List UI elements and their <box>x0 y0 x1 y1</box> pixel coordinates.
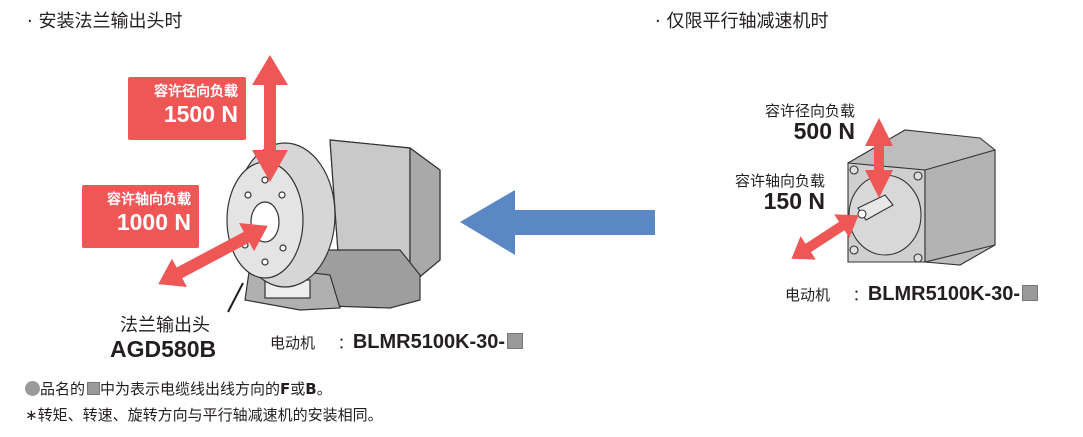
note-text: 品名的 <box>40 380 86 398</box>
left-heading: · 安装法兰输出头时 <box>27 11 183 32</box>
flange-label: 法兰输出头 <box>120 315 210 336</box>
left-motor-model: 电动机 ：BLMR5100K-30- <box>270 331 524 354</box>
motor-model: BLMR5100K-30- <box>352 331 506 353</box>
parallel-shaft-gearmotor-illustration <box>847 129 996 266</box>
bullet-circle-icon <box>25 381 40 396</box>
note-torque: ∗转矩、转速、旋转方向与平行轴减速机的安装相同。 <box>25 406 383 424</box>
axial-load-label: 容许轴向负载 <box>107 192 191 208</box>
motor-separator: ： <box>852 286 868 304</box>
placeholder-square-icon <box>507 333 524 349</box>
motor-label: 电动机 <box>270 334 316 352</box>
axial-load-badge: 容许轴向负载 1000 N <box>82 185 199 248</box>
radial-load-arrow <box>252 55 288 182</box>
note-text: 。 <box>316 380 332 398</box>
direction-arrow-icon <box>460 190 655 255</box>
placeholder-square-icon <box>87 382 101 395</box>
right-radial-load-label: 容许径向负载 <box>764 102 855 120</box>
note-f: F <box>280 380 291 398</box>
motor-separator: ： <box>337 334 353 352</box>
radial-load-label: 容许径向负载 <box>154 84 238 100</box>
motor-model: BLMR5100K-30- <box>867 283 1021 305</box>
axial-load-arrow <box>158 223 268 287</box>
radial-load-arrow-right <box>865 118 893 198</box>
radial-load-badge: 容许径向负载 1500 N <box>128 77 246 140</box>
note-b: B <box>305 380 317 398</box>
right-axial-load-value: 150 N <box>763 188 825 214</box>
radial-load-value: 1500 N <box>163 101 238 127</box>
placeholder-square-icon <box>1022 285 1039 301</box>
note-text: 中为表示电缆线出线方向的 <box>100 380 281 398</box>
axial-load-value: 1000 N <box>116 209 191 235</box>
right-radial-load-value: 500 N <box>793 118 855 144</box>
note-text: 或 <box>290 380 306 398</box>
right-heading: · 仅限平行轴减速机时 <box>655 11 829 32</box>
motor-label: 电动机 <box>785 286 831 304</box>
right-axial-load-label: 容许轴向负载 <box>734 172 825 190</box>
leader-line <box>227 282 244 313</box>
motor-with-flange-illustration <box>226 139 441 311</box>
flange-model: AGD580B <box>110 336 217 362</box>
axial-load-arrow-right <box>791 214 859 260</box>
note-cable-direction: 品名的中为表示电缆线出线方向的F或B。 <box>25 378 332 399</box>
right-motor-model: 电动机 ：BLMR5100K-30- <box>785 283 1039 306</box>
